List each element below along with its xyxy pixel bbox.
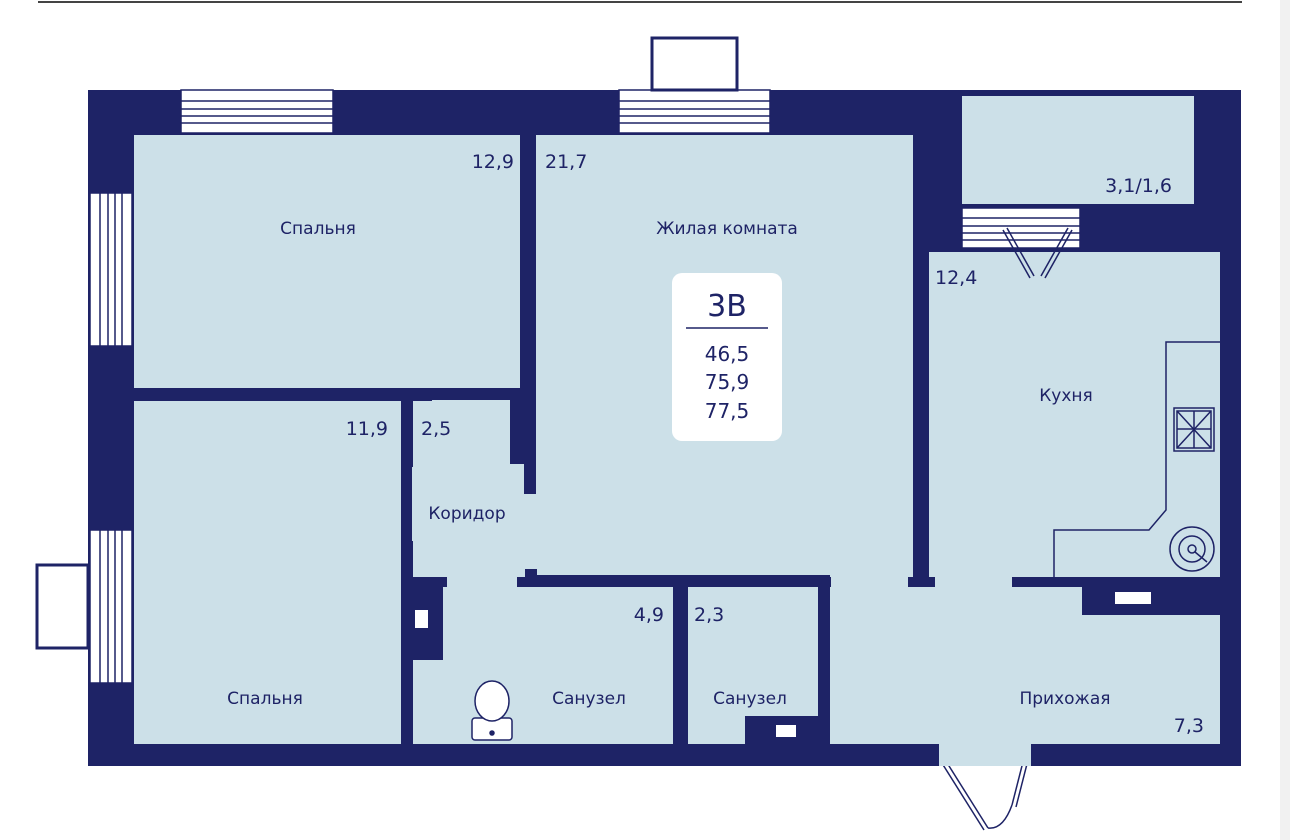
door-opening: [939, 744, 1031, 766]
door-leaf: [1006, 227, 1035, 277]
door-swing: [987, 804, 1013, 829]
door-leaf: [1002, 229, 1031, 279]
door-icon: [939, 227, 1073, 831]
living-area-total: 46,5: [705, 342, 750, 366]
window-top-middle: [618, 89, 771, 134]
label-kitchen: Кухня: [1039, 386, 1093, 406]
sink-drain: [1187, 544, 1197, 554]
window-balcony: [961, 207, 1081, 249]
area-corridor: 2,5: [421, 418, 451, 440]
wall-piece: [1012, 577, 1220, 587]
room-bedroom-bottom: [134, 401, 401, 744]
counter-outline: [1053, 341, 1220, 577]
window-frame: [89, 529, 133, 684]
total-area: 75,9: [705, 370, 750, 394]
door-entrance: [939, 757, 1029, 831]
room-labels: Спальня Жилая комната Кухня Коридор Спал…: [227, 219, 1110, 709]
toilet-icon: [471, 680, 513, 741]
toilet-bowl: [474, 680, 510, 722]
wall-piece: [818, 587, 830, 635]
wall-piece: [401, 541, 413, 744]
area-bathroom-1: 4,9: [634, 604, 664, 626]
wall-piece: [524, 464, 536, 494]
window-left-upper: [89, 192, 133, 347]
area-bedroom-bottom: 11,9: [346, 418, 388, 440]
room-balcony: [962, 96, 1194, 204]
window-frame: [961, 207, 1081, 249]
label-living: Жилая комната: [656, 219, 798, 239]
ventilation-icon: [415, 592, 1151, 737]
card-background: [672, 273, 782, 441]
label-bathroom-2: Санузел: [713, 689, 787, 709]
wall-piece: [818, 703, 830, 744]
apartment-info-card: 3В 46,5 75,9 77,5: [672, 273, 782, 441]
wall-piece: [510, 390, 536, 464]
wall-piece: [913, 135, 929, 577]
window-top-left: [180, 89, 334, 134]
wall-piece: [520, 135, 536, 390]
scrollbar[interactable]: [1280, 0, 1290, 840]
wall-piece: [134, 388, 432, 401]
sink-icon: [1169, 526, 1215, 572]
wall-piece: [908, 577, 935, 587]
rooms: [134, 96, 1220, 744]
wall-piece: [525, 569, 537, 577]
window-left-lower: [89, 529, 133, 684]
room-kitchen: [929, 252, 1220, 577]
sink-bowl: [1169, 526, 1215, 572]
stove-icon: [1173, 407, 1215, 452]
sink-inner: [1178, 535, 1206, 563]
door-leaf: [1044, 229, 1073, 279]
label-bedroom-top: Спальня: [280, 219, 356, 239]
wall-piece: [401, 401, 413, 467]
area-living: 21,7: [545, 151, 587, 173]
wall-piece: [673, 587, 688, 744]
door-leaf: [1040, 227, 1069, 277]
wall-piece: [413, 577, 447, 587]
label-bathroom-1: Санузел: [552, 689, 626, 709]
bay-projections: [35, 36, 739, 650]
area-numbers: 12,9 21,7 3,1/1,6 12,4 11,9 2,5 4,9 2,3 …: [346, 151, 1204, 737]
stove-body: [1173, 407, 1215, 452]
area-bathroom-2: 2,3: [694, 604, 724, 626]
vent-shaft: [415, 610, 428, 628]
label-corridor: Коридор: [428, 504, 505, 524]
label-hallway: Прихожая: [1019, 689, 1110, 709]
room-bedroom-top: [134, 135, 520, 388]
window-frame: [618, 89, 771, 134]
vent-shaft: [1115, 592, 1151, 604]
bay-top: [650, 36, 739, 92]
area-bedroom-top: 12,9: [472, 151, 514, 173]
area-hallway: 7,3: [1174, 715, 1204, 737]
bay-left: [35, 563, 90, 650]
door-leaf: [939, 759, 985, 831]
door-leaf: [1015, 759, 1029, 808]
door-balcony: [1002, 227, 1073, 279]
vent-shaft: [776, 725, 796, 737]
door-leaf: [943, 757, 989, 829]
window-frame: [180, 89, 334, 134]
room-corridor-lower: [412, 577, 537, 587]
total-area-with-balcony: 77,5: [705, 399, 750, 423]
toilet-button: [489, 730, 495, 736]
area-kitchen: 12,4: [935, 267, 977, 289]
area-balcony: 3,1/1,6: [1105, 175, 1172, 197]
sink-tap: [1194, 551, 1208, 563]
room-bathroom-1: [413, 587, 673, 744]
label-bedroom-bottom: Спальня: [227, 689, 303, 709]
wall-piece: [517, 577, 831, 587]
window-frame: [89, 192, 133, 347]
kitchen-counter: [1053, 341, 1220, 577]
apartment-type: 3В: [707, 289, 747, 324]
